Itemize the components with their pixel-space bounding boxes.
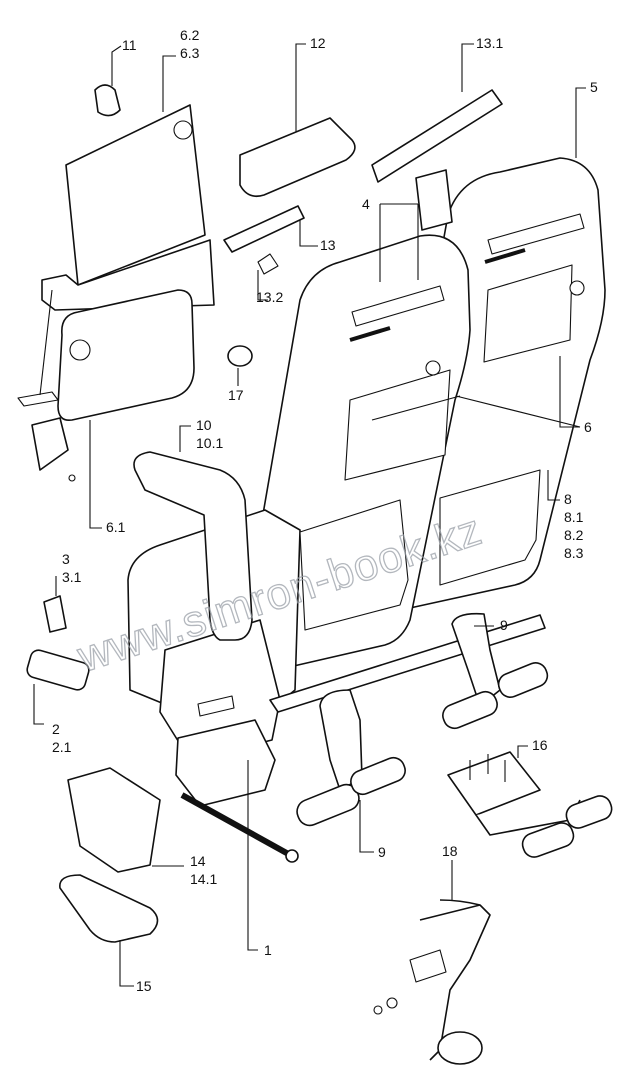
part-label-14-1: 14.1 [190,871,217,887]
part-label-9-lower: 9 [378,844,386,860]
seat-assembly [127,157,606,807]
belt-buckle-cover [415,169,453,231]
knob-11 [94,84,121,117]
part-label-9-upper: 9 [500,617,508,633]
part-label-6-2: 6.2 [180,27,200,43]
floor-mount [447,751,613,858]
part-label-6-1: 6.1 [106,519,126,535]
part-label-10-1: 10.1 [196,435,223,451]
part-label-13-1: 13.1 [476,35,503,51]
clip-3 [43,595,67,633]
grab-handle-13-1 [371,89,503,183]
pedestal-base [175,719,276,807]
knob-17 [227,345,253,367]
part-label-14: 14 [190,853,206,869]
part-labels: 11 6.2 6.3 12 13.1 5 4 13 13.2 6 17 10 1… [52,27,598,994]
part-label-3-1: 3.1 [62,569,82,585]
part-label-18: 18 [442,843,458,859]
seatback-tray-right [483,264,573,363]
waste-bin [67,767,161,873]
part-label-10: 10 [196,417,212,433]
clip-13-2 [257,253,279,275]
folding-table [17,104,215,407]
tray-panel [31,289,195,482]
part-label-16: 16 [532,737,548,753]
net-pocket-right [439,469,541,586]
seatback-tray-left [344,369,451,481]
tray-hole [425,360,441,376]
part-label-3: 3 [62,551,70,567]
part-label-6-3: 6.3 [180,45,200,61]
tray-hole [569,280,585,296]
part-label-12: 12 [310,35,326,51]
part-label-8-2: 8.2 [564,527,584,543]
part-label-13-2: 13.2 [256,289,283,305]
part-label-2-1: 2.1 [52,739,72,755]
part-label-2: 2 [52,721,60,737]
handle-housing [239,117,356,198]
armrest [133,451,253,641]
net-pocket-left [299,499,409,631]
seat-belt [373,899,491,1065]
part-label-8-1: 8.1 [564,509,584,525]
part-label-15: 15 [136,978,152,994]
part-label-17: 17 [228,387,244,403]
part-label-6: 6 [584,419,592,435]
gas-spring [180,792,294,859]
part-label-1: 1 [264,942,272,958]
part-label-8-3: 8.3 [564,545,584,561]
part-label-5: 5 [590,79,598,95]
grab-handle-13 [223,205,305,253]
part-label-13: 13 [320,237,336,253]
leader-lines [33,43,586,987]
ring-frame [59,874,159,943]
part-label-8: 8 [564,491,572,507]
seat-legs [296,612,549,827]
foot-pedal [26,649,90,691]
part-label-11: 11 [122,37,137,53]
part-label-4: 4 [362,196,370,212]
